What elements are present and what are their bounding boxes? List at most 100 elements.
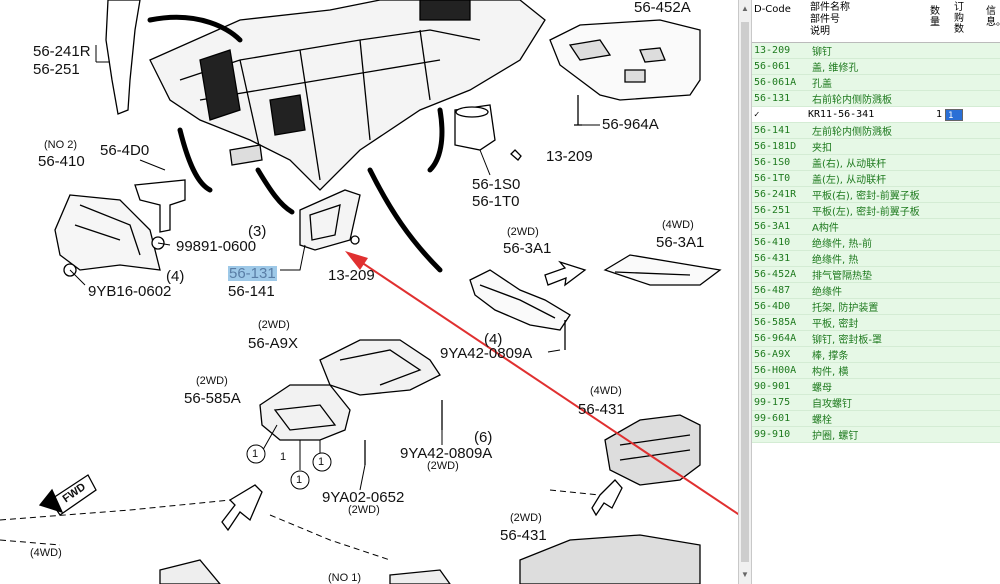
callout-13-209-right: 13-209 bbox=[546, 148, 593, 165]
parts-list-row[interactable]: 56-061 盖, 维修孔 bbox=[752, 59, 1000, 75]
callout-no1: (NO 1) bbox=[328, 572, 361, 584]
row-part-name: 自攻螺钉 bbox=[812, 399, 852, 410]
row-dcode: 56-452A bbox=[754, 269, 797, 280]
heat-insulator-2wd-shape bbox=[519, 534, 701, 584]
row-dcode: 56-251 bbox=[754, 205, 791, 216]
circle-ref-1b: 1 bbox=[296, 474, 303, 486]
callout-56-3A1-2wd: 56-3A1 bbox=[503, 240, 552, 257]
callout-56-964A: 56-964A bbox=[602, 116, 659, 133]
row-part-name: 铆钉 bbox=[812, 47, 832, 58]
row-dcode: 56-061A bbox=[754, 77, 797, 88]
row-dcode: 56-410 bbox=[754, 237, 791, 248]
callout-4wd-3a1: (4WD) bbox=[662, 219, 694, 231]
row-part-name: 盖(右), 从动联杆 bbox=[812, 159, 887, 170]
callout-9YA02-0652: 9YA02-0652 bbox=[322, 489, 405, 506]
row-dcode: 56-4D0 bbox=[754, 301, 791, 312]
header-dcode[interactable]: D-Code bbox=[754, 4, 791, 15]
row-part-name: 螺母 bbox=[812, 383, 832, 394]
row-dcode: 56-3A1 bbox=[754, 221, 791, 232]
row-dcode: 56-061 bbox=[754, 61, 791, 72]
row-dcode: 56-H00A bbox=[754, 365, 797, 376]
header-info[interactable]: 信息。 bbox=[986, 6, 1000, 28]
callout-4wd-bottom: (4WD) bbox=[30, 547, 62, 559]
row-dcode: 99-175 bbox=[754, 397, 791, 408]
row-dcode: 56-131 bbox=[754, 93, 791, 104]
heat-insulator-front-shape bbox=[54, 194, 161, 271]
parts-list-row[interactable]: 56-061A 孔盖 bbox=[752, 75, 1000, 91]
callout-qty-4-left: (4) bbox=[166, 268, 185, 285]
diagram-scrollbar[interactable]: ▲ ▼ bbox=[738, 0, 752, 584]
callout-56-431-4wd: 56-431 bbox=[578, 401, 625, 418]
row-part-name: 螺栓 bbox=[812, 415, 832, 426]
parts-list-row[interactable]: 99-175 自攻螺钉 bbox=[752, 395, 1000, 411]
callout-56-1T0: 56-1T0 bbox=[472, 193, 520, 210]
callout-56-452A: 56-452A bbox=[634, 0, 691, 16]
parts-list-row[interactable]: 56-241R 平板(右), 密封-前翼子板 bbox=[752, 187, 1000, 203]
strut-bar-shape bbox=[319, 339, 441, 396]
callout-56-131-highlighted[interactable]: 56-131 bbox=[228, 265, 277, 282]
row-dcode: 56-487 bbox=[754, 285, 791, 296]
fender-seal-panel-shape bbox=[105, 0, 141, 115]
scroll-up-icon[interactable]: ▲ bbox=[741, 4, 749, 13]
callout-9YB16-0602: 9YB16-0602 bbox=[88, 283, 172, 300]
part-number: KR11-56-341 bbox=[808, 109, 875, 120]
parts-list-panel: D-Code 部件名称 部件号 说明 数量 订购数 信息。 13-209铆钉56… bbox=[752, 0, 1000, 584]
callout-4wd-431: (4WD) bbox=[590, 385, 622, 397]
part-quantity: 1 bbox=[935, 109, 942, 120]
callout-2wd-431: (2WD) bbox=[510, 512, 542, 524]
row-part-name: 托架, 防护装置 bbox=[812, 303, 879, 314]
scroll-thumb[interactable] bbox=[741, 22, 749, 562]
parts-list-row[interactable]: 56-964A 铆钉, 密封板-罩 bbox=[752, 331, 1000, 347]
row-dcode: 56-141 bbox=[754, 125, 791, 136]
row-part-name: 绝缘件, 热 bbox=[812, 255, 859, 266]
row-dcode: 56-241R bbox=[754, 189, 797, 200]
row-part-name: 孔盖 bbox=[812, 79, 832, 90]
row-dcode: 56-585A bbox=[754, 317, 797, 328]
callout-56-A9X: 56-A9X bbox=[248, 335, 299, 352]
scroll-down-icon[interactable]: ▼ bbox=[741, 570, 749, 579]
callout-9YA42-0809A-top: 9YA42-0809A bbox=[440, 345, 533, 362]
exploded-parts-diagram: 56-241R 56-251 (NO 2) 56-410 56-4D0 (3) … bbox=[0, 0, 738, 584]
parts-list-row[interactable]: 56-452A 排气管隔热垫 bbox=[752, 267, 1000, 283]
circle-ref-1d: 1 bbox=[280, 451, 287, 463]
row-part-name: 铆钉, 密封板-罩 bbox=[812, 335, 882, 346]
row-checkbox[interactable]: ✓ bbox=[754, 109, 760, 120]
row-dcode: 56-964A bbox=[754, 333, 797, 344]
header-description[interactable]: 说明 bbox=[810, 26, 830, 37]
header-part-number[interactable]: 部件号 bbox=[810, 14, 840, 25]
header-order-count[interactable]: 订购数 bbox=[954, 2, 964, 35]
callout-56-141: 56-141 bbox=[228, 283, 275, 300]
parts-list-row[interactable]: 56-4D0 托架, 防护装置 bbox=[752, 299, 1000, 315]
header-part-name[interactable]: 部件名称 bbox=[810, 2, 850, 13]
order-quantity-input[interactable]: 1 bbox=[945, 108, 963, 121]
callout-56-585A: 56-585A bbox=[184, 390, 241, 407]
row-part-name: 平板(右), 密封-前翼子板 bbox=[812, 191, 920, 202]
row-part-name: 排气管隔热垫 bbox=[812, 271, 872, 282]
row-part-name: 护圈, 螺钉 bbox=[812, 431, 859, 442]
callout-2wd-9ya42: (2WD) bbox=[427, 460, 459, 472]
parts-list-header: D-Code 部件名称 部件号 说明 数量 订购数 信息。 bbox=[752, 0, 1000, 43]
callout-2wd-9ya02: (2WD) bbox=[348, 504, 380, 516]
row-part-name: 盖, 维修孔 bbox=[812, 63, 859, 74]
row-part-name: 夹扣 bbox=[812, 143, 832, 154]
header-quantity[interactable]: 数量 bbox=[930, 6, 940, 28]
